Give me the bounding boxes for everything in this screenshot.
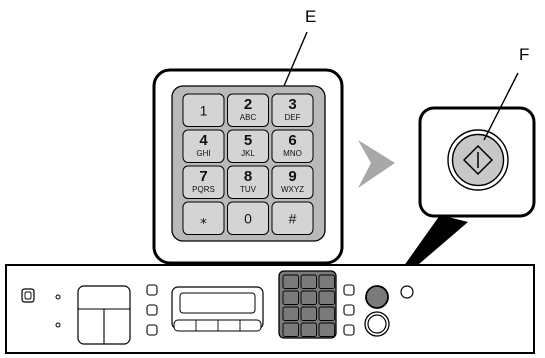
keypad-key-face bbox=[182, 165, 225, 199]
keypad-key-asterisk[interactable]: ⁎ bbox=[182, 201, 225, 235]
keypad-key-label: 3 bbox=[288, 96, 296, 113]
panel-indicator-lamp bbox=[55, 322, 61, 328]
keypad-key-label: 4 bbox=[199, 132, 208, 149]
keypad-key-label: 9 bbox=[288, 168, 296, 185]
callout-f-label: F bbox=[519, 45, 529, 64]
panel-keypad-key[interactable] bbox=[300, 322, 317, 337]
keypad-key-letters: ABC bbox=[240, 113, 257, 122]
keypad-key-face bbox=[227, 93, 269, 127]
keypad-key-face bbox=[227, 165, 269, 199]
panel-keypad-key[interactable] bbox=[318, 274, 335, 289]
keypad-key-letters: WXYZ bbox=[281, 185, 304, 194]
keypad-key-letters: TUV bbox=[240, 185, 257, 194]
keypad-key-face bbox=[227, 129, 269, 163]
start-icon bbox=[462, 144, 494, 176]
keypad-key-face bbox=[182, 201, 225, 235]
keypad-key-letters: MNO bbox=[283, 149, 302, 158]
panel-power-button-inner bbox=[24, 291, 32, 300]
panel-small-button[interactable] bbox=[343, 284, 355, 296]
keypad-key-label: ⁎ bbox=[200, 210, 207, 226]
keypad-key-label: 1 bbox=[200, 102, 208, 118]
keypad-key-face bbox=[182, 93, 225, 127]
panel-small-button[interactable] bbox=[343, 304, 355, 316]
callout-e-leader bbox=[283, 31, 308, 87]
panel-start-button[interactable] bbox=[365, 285, 389, 309]
keypad-key-letters: DEF bbox=[285, 113, 301, 122]
panel-power-button[interactable] bbox=[21, 288, 35, 303]
keypad-key-face bbox=[271, 165, 314, 199]
panel-keypad-key[interactable] bbox=[318, 306, 335, 321]
keypad-key-hash[interactable]: # bbox=[271, 201, 314, 235]
panel-keypad-key[interactable] bbox=[282, 306, 299, 321]
panel-keypad-key[interactable] bbox=[300, 274, 317, 289]
panel-function-buttons[interactable] bbox=[173, 319, 262, 332]
keypad-key-letters: PQRS bbox=[192, 185, 215, 194]
keypad-key-letters: JKL bbox=[241, 149, 255, 158]
keypad-key-label: # bbox=[289, 210, 297, 226]
keypad-key-face bbox=[271, 93, 314, 127]
panel-keypad-key[interactable] bbox=[282, 274, 299, 289]
panel-small-button[interactable] bbox=[146, 304, 158, 316]
direction-arrow bbox=[358, 140, 395, 188]
keypad-key-label: 6 bbox=[288, 132, 296, 149]
keypad-key-face bbox=[227, 201, 269, 235]
panel-keypad-key[interactable] bbox=[282, 290, 299, 305]
callout-e-label: E bbox=[305, 7, 316, 26]
keypad-key-label: 5 bbox=[244, 132, 252, 149]
panel-stop-button[interactable] bbox=[367, 314, 387, 334]
panel-keypad-grid bbox=[282, 274, 335, 337]
keypad-key-label: 0 bbox=[244, 210, 252, 226]
panel-small-button[interactable] bbox=[146, 324, 158, 336]
panel-keypad-key[interactable] bbox=[300, 306, 317, 321]
keypad-key-face bbox=[182, 129, 225, 163]
keypad-key-1[interactable]: 1 bbox=[182, 93, 225, 127]
callout-f-leader bbox=[483, 72, 519, 141]
keypad-key-label: 7 bbox=[199, 168, 207, 185]
panel-keypad-key[interactable] bbox=[318, 322, 335, 337]
panel-keypad-key[interactable] bbox=[318, 290, 335, 305]
panel-round-button[interactable] bbox=[400, 285, 414, 299]
panel-indicator-lamp bbox=[55, 294, 61, 300]
keypad-key-label: 2 bbox=[244, 96, 252, 113]
panel-keypad-key[interactable] bbox=[300, 290, 317, 305]
keypad-key-letters: GHI bbox=[196, 149, 210, 158]
panel-keypad-key[interactable] bbox=[282, 322, 299, 337]
keypad-key-label: 8 bbox=[244, 168, 252, 185]
panel-lcd-screen bbox=[179, 292, 256, 314]
panel-small-button[interactable] bbox=[146, 284, 158, 296]
keypad-key-face bbox=[271, 129, 314, 163]
panel-small-button[interactable] bbox=[343, 324, 355, 336]
keypad-key-face bbox=[271, 201, 314, 235]
keypad-key-0[interactable]: 0 bbox=[227, 201, 269, 235]
